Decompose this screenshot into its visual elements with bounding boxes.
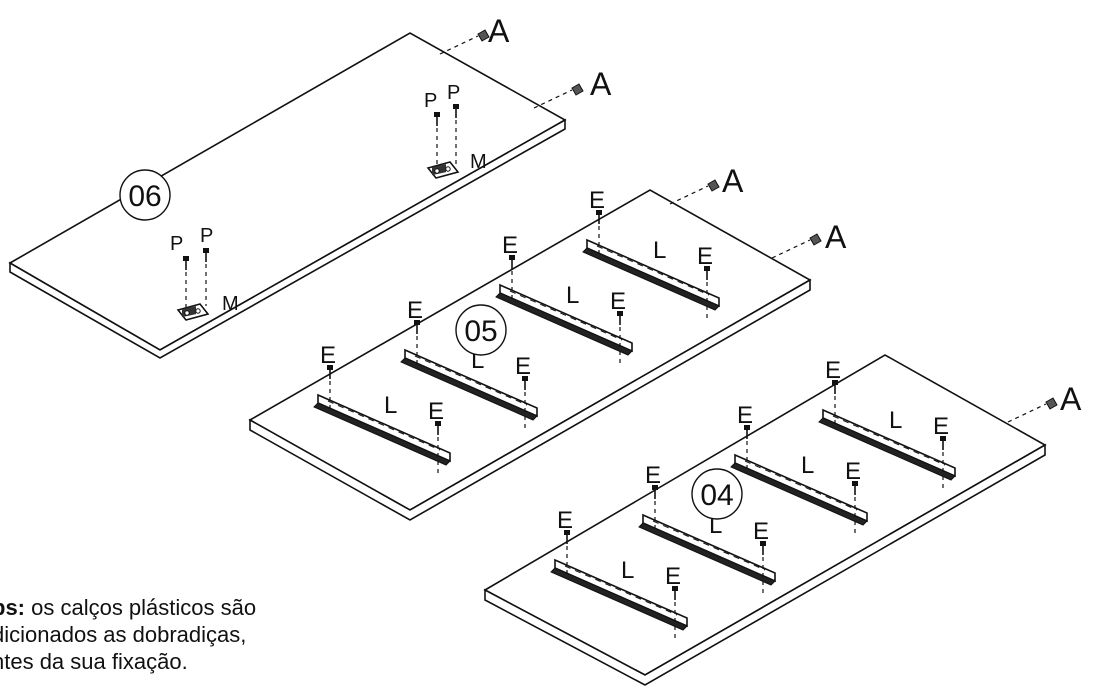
screw-label-e-7a: E bbox=[737, 402, 753, 429]
panel-06-number: 06 bbox=[128, 180, 161, 213]
panel-04-number-badge: 04 bbox=[691, 468, 743, 520]
note-line1: os calços plásticos são bbox=[25, 595, 257, 620]
screw-label-e-5b: E bbox=[665, 563, 681, 590]
cam-label-4: A bbox=[825, 219, 847, 255]
rail-label-1: L bbox=[384, 392, 397, 419]
screw-label-p-1b: P bbox=[447, 82, 460, 104]
rail-label-7: L bbox=[801, 452, 814, 479]
screw-label-e-5a: E bbox=[557, 507, 573, 534]
screw-label-e-4a: E bbox=[589, 187, 605, 214]
screw-label-e-2b: E bbox=[515, 353, 531, 380]
screw-label-e-1b: E bbox=[428, 398, 444, 425]
assembly-note: bs: os calços plásticos são dicionados a… bbox=[0, 594, 322, 675]
cam-label-5: A bbox=[1060, 381, 1082, 417]
screw-label-e-2a: E bbox=[407, 297, 423, 324]
rail-label-4: L bbox=[653, 237, 666, 264]
cam-label-1: A bbox=[488, 13, 510, 49]
cam-fitting-icon-3 bbox=[707, 179, 720, 192]
panel-04-number: 04 bbox=[700, 479, 733, 512]
note-line2: dicionados as dobradiças, bbox=[0, 622, 247, 647]
screw-label-e-6b: E bbox=[753, 518, 769, 545]
screw-label-e-8b: E bbox=[933, 413, 949, 440]
panel-05-number: 05 bbox=[464, 315, 497, 348]
hinge-label-1: M bbox=[470, 151, 487, 173]
panel-05-edge bbox=[249, 278, 811, 521]
note-prefix: bs: bbox=[0, 595, 25, 620]
screw-label-e-7b: E bbox=[845, 458, 861, 485]
cam-label-3: A bbox=[722, 163, 744, 199]
cam-fitting-icon-2 bbox=[571, 83, 584, 96]
screw-label-p-1a: P bbox=[424, 90, 437, 112]
screw-label-p-2a: P bbox=[170, 233, 183, 255]
screw-label-e-6a: E bbox=[645, 462, 661, 489]
screw-label-e-3a: E bbox=[502, 232, 518, 259]
rail-label-8: L bbox=[889, 407, 902, 434]
panel-06-number-badge: 06 bbox=[119, 169, 171, 221]
cam-fitting-icon-5 bbox=[1045, 397, 1058, 410]
cam-label-2: A bbox=[590, 66, 612, 102]
hinge-label-2: M bbox=[222, 293, 239, 315]
panel-05-number-badge: 05 bbox=[455, 304, 507, 356]
panel-06-edge bbox=[9, 118, 566, 359]
panel-06 bbox=[8, 32, 567, 359]
screw-label-e-1a: E bbox=[320, 342, 336, 369]
screw-label-p-2b: P bbox=[200, 225, 213, 247]
screw-label-e-8a: E bbox=[825, 357, 841, 384]
screw-label-e-3b: E bbox=[610, 288, 626, 315]
screw-label-e-4b: E bbox=[697, 243, 713, 270]
rail-label-3: L bbox=[566, 282, 579, 309]
cam-fitting-icon-4 bbox=[809, 233, 822, 246]
rail-label-5: L bbox=[621, 557, 634, 584]
panel-04-edge bbox=[484, 443, 1046, 686]
note-line3: ntes da sua fixação. bbox=[0, 649, 188, 674]
